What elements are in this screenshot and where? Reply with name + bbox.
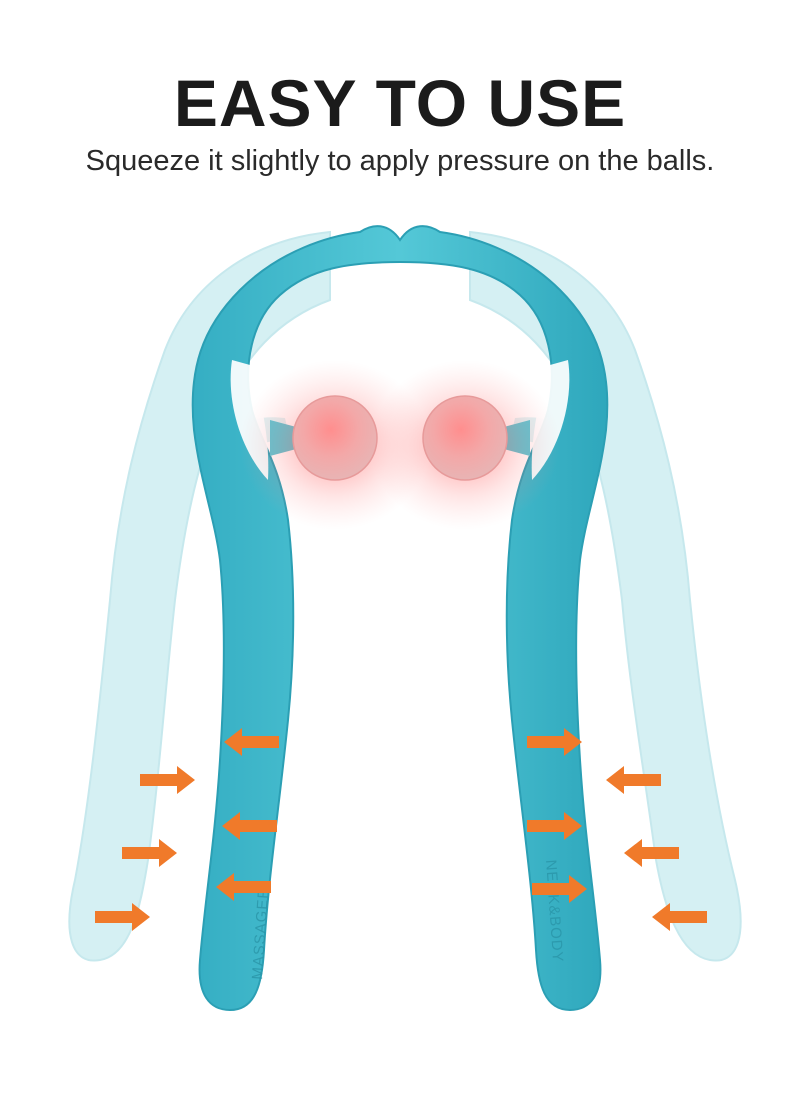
arrow-right-icon bbox=[527, 812, 582, 840]
page-title: EASY TO USE bbox=[173, 66, 627, 140]
arrow-right-icon bbox=[532, 875, 587, 903]
arrow-right-icon bbox=[527, 728, 582, 756]
arrow-left-icon bbox=[624, 839, 679, 867]
left-arm-engraving: MASSAGER bbox=[249, 886, 272, 980]
arrow-left-icon bbox=[606, 766, 661, 794]
page-subtitle: Squeeze it slightly to apply pressure on… bbox=[85, 145, 715, 177]
arrow-left-icon bbox=[216, 873, 271, 901]
arrow-right-icon bbox=[122, 839, 177, 867]
arrow-right-icon bbox=[140, 766, 195, 794]
arrow-left-icon bbox=[222, 812, 277, 840]
left-massage-ball bbox=[292, 395, 378, 481]
arrow-right-icon bbox=[95, 903, 150, 931]
squeeze-arrows bbox=[95, 728, 707, 931]
arrow-left-icon bbox=[224, 728, 279, 756]
arrow-left-icon bbox=[652, 903, 707, 931]
massager-frame bbox=[191, 225, 609, 1012]
right-massage-ball bbox=[422, 395, 508, 481]
